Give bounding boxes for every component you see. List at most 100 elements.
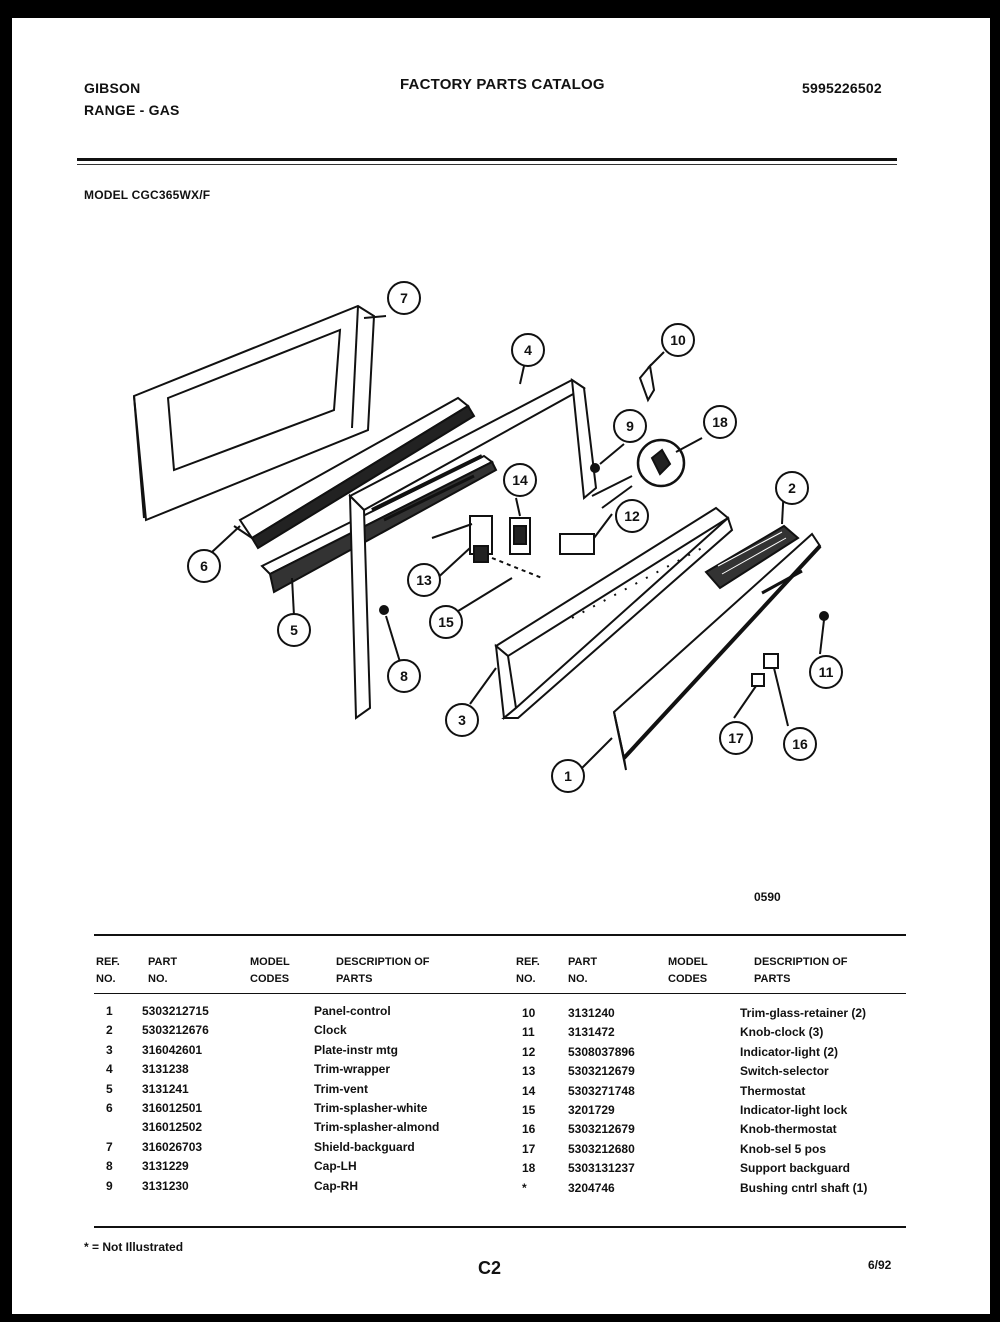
footnote: * = Not Illustrated (84, 1240, 184, 1254)
row-ref: 18 (522, 1161, 536, 1176)
row-description: Bushing cntrl shaft (1) (740, 1180, 868, 1195)
row-part-number: 5303212676 (142, 1023, 209, 1038)
product-type: RANGE - GAS (84, 102, 180, 118)
row-description: Knob-thermostat (740, 1122, 837, 1137)
row-ref: 5 (106, 1081, 113, 1096)
table-rule-bottom (94, 1226, 906, 1228)
catalog-page: GIBSON RANGE - GAS FACTORY PARTS CATALOG… (12, 18, 990, 1314)
callout-2 (775, 471, 809, 505)
row-ref: 13 (522, 1064, 536, 1079)
row-ref: 6 (106, 1101, 113, 1115)
header-model: MODEL CODES (250, 956, 290, 985)
row-description: Support backguard (740, 1161, 851, 1176)
header-model-right: MODEL CODES (668, 956, 708, 985)
callout-17 (719, 721, 753, 755)
splasher-trim-drawing (233, 396, 476, 550)
page-number: C2 (478, 1258, 502, 1278)
row-description: Trim-splasher-white (314, 1101, 428, 1115)
wrapper-trim-drawing (348, 377, 598, 720)
callout-label: 16 (792, 736, 808, 752)
row-part-number: 5303212680 (568, 1141, 635, 1156)
table-rule-header (94, 993, 906, 994)
callout-12 (615, 499, 649, 533)
callout-16 (783, 727, 817, 761)
row-part-number: 316042601 (142, 1042, 203, 1057)
table-rule-top (94, 934, 906, 936)
row-part-number: 3201729 (568, 1103, 615, 1117)
revision-date: 6/92 (868, 1258, 892, 1272)
control-panel-drawing (612, 532, 822, 771)
callout-label: 6 (200, 558, 208, 574)
catalog-number: 5995226502 (802, 80, 882, 96)
row-ref: 15 (522, 1103, 536, 1117)
row-description: Indicator-light (2) (740, 1044, 838, 1059)
row-part-number: 3204746 (568, 1180, 615, 1195)
row-ref: 12 (522, 1044, 536, 1059)
catalog-title: FACTORY PARTS CATALOG (400, 76, 605, 93)
row-ref: 17 (522, 1141, 536, 1156)
row-part-number: 5303131237 (568, 1161, 635, 1176)
brand-name: GIBSON (84, 80, 141, 96)
callout-label: 2 (788, 480, 796, 496)
callout-label: 10 (670, 332, 686, 348)
callout-label: 8 (400, 668, 408, 684)
callout-label: 17 (728, 730, 744, 746)
row-ref: 14 (522, 1083, 536, 1098)
callout-label: 18 (712, 414, 728, 430)
callout-8 (387, 659, 421, 693)
callout-label: 1 (564, 768, 572, 784)
header-rule-thin (77, 164, 897, 165)
row-ref: 11 (522, 1025, 535, 1040)
row-description: Switch-selector (740, 1064, 829, 1079)
row-part-number: 3131229 (142, 1159, 189, 1174)
callout-label: 5 (290, 622, 298, 638)
row-ref: 8 (106, 1159, 113, 1174)
row-part-number: 3131230 (142, 1178, 189, 1193)
row-description: Knob-clock (3) (740, 1025, 824, 1040)
header-ref: REF. NO. (96, 956, 120, 985)
header-part: PART NO. (148, 956, 178, 985)
row-description: Knob-sel 5 pos (740, 1141, 827, 1156)
callout-15 (429, 605, 463, 639)
model-label: MODEL CGC365WX/F (84, 188, 211, 202)
row-ref: * (522, 1180, 527, 1195)
row-part-number: 316012502 (142, 1120, 203, 1135)
callout-13 (407, 563, 441, 597)
shield-backguard-drawing (132, 304, 376, 522)
row-ref: 7 (106, 1139, 113, 1154)
row-ref: 4 (106, 1062, 113, 1077)
row-part-number: 5303212679 (568, 1122, 635, 1137)
callout-label: 12 (624, 508, 640, 524)
row-part-number: 3131241 (142, 1081, 189, 1096)
switch-thermostat-drawing (431, 515, 543, 579)
row-description: Thermostat (740, 1083, 806, 1098)
header-part-right: PART NO. (568, 956, 598, 985)
clock-drawing (704, 524, 800, 590)
callout-3 (445, 703, 479, 737)
header-rule (77, 158, 897, 161)
row-description: Clock (314, 1023, 347, 1038)
row-ref: 9 (106, 1178, 113, 1193)
row-part-number: 3131240 (568, 1006, 615, 1020)
callout-label: 9 (626, 418, 634, 434)
row-description: Panel-control (314, 1004, 391, 1018)
drawing-code: 0590 (754, 890, 781, 904)
row-description: Cap-RH (314, 1178, 358, 1193)
callout-9 (613, 409, 647, 443)
callout-label: 13 (416, 572, 432, 588)
callout-label: 15 (438, 614, 454, 630)
row-description: Trim-wrapper (314, 1062, 391, 1077)
callout-14 (503, 463, 537, 497)
row-ref: 16 (522, 1122, 536, 1137)
exploded-diagram: 7 4 10 9 18 2 14 12 6 13 15 5 8 11 3 17 … (132, 281, 843, 793)
row-part-number: 3131472 (568, 1025, 615, 1040)
callout-7 (387, 281, 421, 315)
row-ref: 2 (106, 1023, 113, 1038)
callout-label: 7 (400, 290, 408, 306)
instrument-plate-drawing (494, 506, 734, 720)
row-description: Shield-backguard (314, 1139, 415, 1154)
row-ref: 3 (106, 1042, 113, 1057)
row-part-number: 5303271748 (568, 1083, 635, 1098)
callout-1 (551, 759, 585, 793)
row-description: Cap-LH (314, 1159, 357, 1174)
